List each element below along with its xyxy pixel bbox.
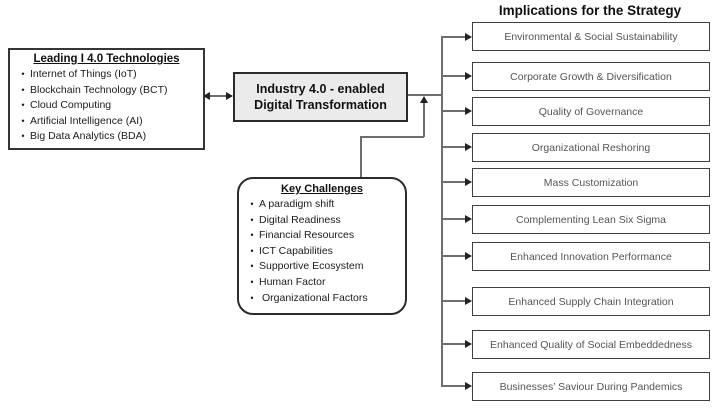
arrowhead-right-icon <box>465 178 472 186</box>
branch-line <box>441 255 466 257</box>
arrowhead-right-icon <box>465 107 472 115</box>
branch-line <box>441 343 466 345</box>
arrowhead-right-icon <box>465 297 472 305</box>
challenge-label: Supportive Ecosystem <box>259 260 364 273</box>
list-item: • Digital Readiness <box>239 213 405 229</box>
implication-label: Mass Customization <box>543 176 639 189</box>
challenge-label: Human Factor <box>259 275 326 288</box>
challenge-label: ICT Capabilities <box>259 244 333 257</box>
branch-line <box>441 146 466 148</box>
implication-label: Quality of Governance <box>538 105 644 118</box>
list-item: • Blockchain Technology (BCT) <box>10 83 203 99</box>
connector-line <box>408 94 442 96</box>
implication-box: Corporate Growth & Diversification <box>472 62 710 91</box>
list-item: • Cloud Computing <box>10 98 203 114</box>
technology-label: Cloud Computing <box>30 99 112 112</box>
bullet-icon: • <box>250 199 254 209</box>
industry40-box: Industry 4.0 - enabled Digital Transform… <box>233 72 408 122</box>
implication-label: Enhanced Innovation Performance <box>510 250 672 263</box>
list-item: • Supportive Ecosystem <box>239 259 405 275</box>
implication-box: Environmental & Social Sustainability <box>472 22 710 51</box>
implication-label: Organizational Reshoring <box>531 141 651 154</box>
connector-line <box>360 136 362 177</box>
challenge-label: Digital Readiness <box>259 213 341 226</box>
arrowhead-right-icon <box>465 143 472 151</box>
bullet-icon: • <box>250 261 254 272</box>
bullet-icon: • <box>250 292 254 303</box>
implication-box: Quality of Governance <box>472 97 710 126</box>
implication-label: Enhanced Supply Chain Integration <box>508 295 674 308</box>
implication-box: Enhanced Supply Chain Integration <box>472 287 710 316</box>
list-item: • Human Factor <box>239 275 405 291</box>
implication-label: Corporate Growth & Diversification <box>510 70 672 83</box>
arrowhead-right-icon <box>465 33 472 41</box>
technology-label: Big Data Analytics (BDA) <box>30 130 147 143</box>
technologies-box: Leading I 4.0 Technologies • Internet of … <box>8 48 205 150</box>
list-item: • Organizational Factors <box>239 291 405 307</box>
implication-box: Complementing Lean Six Sigma <box>472 205 710 234</box>
trunk-line <box>441 36 443 386</box>
arrowhead-right-icon <box>465 340 472 348</box>
list-item: • Big Data Analytics (BDA) <box>10 129 203 145</box>
connector-line <box>209 95 228 97</box>
arrowhead-right-icon <box>226 91 233 100</box>
implication-box: Organizational Reshoring <box>472 133 710 162</box>
branch-line <box>441 75 466 77</box>
connector-line <box>423 103 425 137</box>
technology-label: Blockchain Technology (BCT) <box>30 83 168 96</box>
list-item: • Internet of Things (IoT) <box>10 67 203 83</box>
technologies-list: • Internet of Things (IoT) • Blockchain Te… <box>10 67 203 145</box>
list-item: • Financial Resources <box>239 228 405 244</box>
bullet-icon: • <box>250 230 254 241</box>
arrowhead-right-icon <box>465 382 472 390</box>
connector-line <box>360 136 424 138</box>
technology-label: Internet of Things (IoT) <box>30 68 137 80</box>
industry40-line2: Digital Transformation <box>254 98 387 112</box>
key-challenges-title: Key Challenges <box>281 183 363 195</box>
implication-label: Complementing Lean Six Sigma <box>516 213 666 226</box>
list-item: • A paradigm shift <box>239 197 405 213</box>
bullet-icon: • <box>250 276 254 287</box>
list-item: • ICT Capabilities <box>239 244 405 260</box>
arrowhead-right-icon <box>465 215 472 223</box>
challenge-label: A paradigm shift <box>259 198 335 210</box>
bullet-icon: • <box>250 245 254 256</box>
bullet-icon: • <box>250 214 254 225</box>
arrowhead-right-icon <box>465 72 472 80</box>
arrowhead-right-icon <box>465 252 472 260</box>
key-challenges-list: • A paradigm shift • Digital Readiness • Fi… <box>239 197 405 306</box>
implications-title: Implications for the Strategy <box>498 3 682 18</box>
branch-line <box>441 300 466 302</box>
implication-label: Enhanced Quality of Social Embeddedness <box>490 338 692 351</box>
branch-line <box>441 385 466 387</box>
branch-line <box>441 181 466 183</box>
bullet-icon: • <box>21 115 25 126</box>
implication-box: Mass Customization <box>472 168 710 197</box>
bullet-icon: • <box>21 69 25 79</box>
key-challenges-box: Key Challenges • A paradigm shift • Digita… <box>237 177 407 315</box>
technology-label: Artificial Intelligence (AI) <box>30 114 143 127</box>
implication-box: Businesses’ Saviour During Pandemics <box>472 372 710 401</box>
industry40-line1: Industry 4.0 - enabled <box>256 81 385 96</box>
bullet-icon: • <box>21 131 25 142</box>
challenge-label: Financial Resources <box>259 229 355 242</box>
bullet-icon: • <box>21 84 25 95</box>
implication-box: Enhanced Innovation Performance <box>472 242 710 271</box>
technologies-title: Leading I 4.0 Technologies <box>33 53 180 65</box>
bullet-icon: • <box>21 100 25 111</box>
arrowhead-left-icon <box>203 91 210 100</box>
implication-label: Businesses’ Saviour During Pandemics <box>499 380 683 393</box>
challenge-label: Organizational Factors <box>262 291 368 304</box>
branch-line <box>441 218 466 220</box>
arrowhead-up-icon <box>420 96 428 103</box>
branch-line <box>441 36 466 38</box>
implication-box: Enhanced Quality of Social Embeddedness <box>472 330 710 359</box>
list-item: • Artificial Intelligence (AI) <box>10 114 203 130</box>
branch-line <box>441 110 466 112</box>
implication-label: Environmental & Social Sustainability <box>504 30 678 43</box>
